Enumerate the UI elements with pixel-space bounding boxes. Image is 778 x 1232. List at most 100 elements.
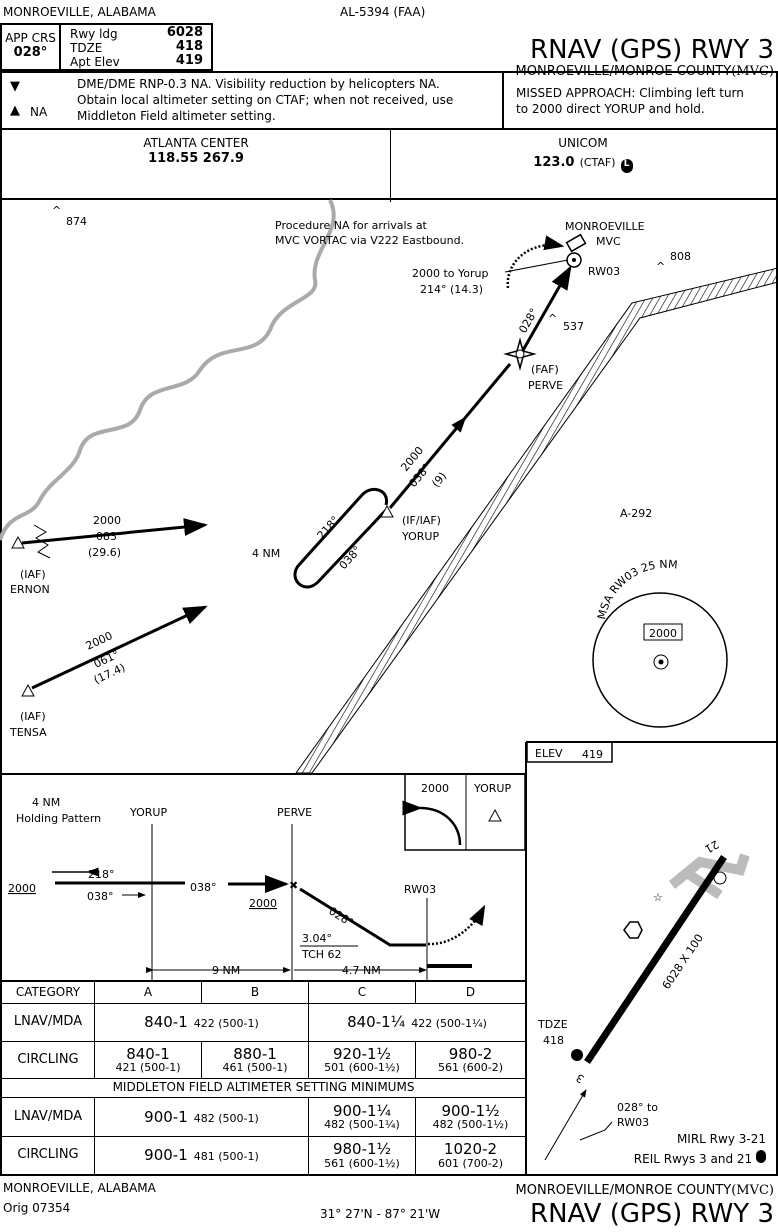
- yorup-fix-icon: [488, 808, 502, 822]
- profile-perve: PERVE: [277, 806, 312, 819]
- missed-line: MISSED APPROACH: Climbing left turn: [516, 86, 744, 100]
- tdze-value: 418: [175, 39, 203, 54]
- hold-label: Holding Pattern: [16, 812, 101, 825]
- runway-21-label: 21: [702, 837, 721, 855]
- feeder-break-icon: [33, 524, 51, 559]
- profile-course-in: 038°: [87, 890, 114, 903]
- notes-text: DME/DME RNP-0.3 NA. Visibility reduction…: [77, 76, 453, 124]
- tensa-label: (IAF): [20, 710, 46, 723]
- procedure-note: MVC VORTAC via V222 Eastbound.: [275, 234, 464, 247]
- beacon-icon: ☆: [653, 891, 663, 904]
- cell-sub: 421 (500-1): [115, 1061, 181, 1075]
- airspace-boundary: [295, 267, 778, 774]
- ernon-distance: (29.6): [88, 546, 121, 559]
- app-crs-value: 028°: [13, 45, 48, 60]
- cell-sub: 601 (700-2): [437, 1156, 504, 1170]
- a-symbol-icon: ▲: [10, 103, 20, 118]
- table-header: A: [95, 982, 202, 1004]
- row-label: LNAV/MDA: [2, 1004, 95, 1042]
- cell-sub: 501 (600-1½): [324, 1061, 400, 1075]
- rw03-label: RW03: [588, 265, 620, 278]
- footer-title: RNAV (GPS) RWY 3: [530, 1199, 774, 1229]
- apt-elev-value: 419: [175, 53, 203, 68]
- center-freq: 118.55 267.9: [148, 151, 244, 166]
- cell-main: 880-1: [233, 1044, 277, 1063]
- app-crs-label: APP CRS: [5, 31, 56, 45]
- center-label: ATLANTA CENTER: [143, 136, 249, 150]
- faf-fix-icon: [503, 337, 537, 371]
- elev-label: ELEV: [535, 747, 563, 760]
- footer-coords: 31° 27'N - 87° 21'W: [320, 1207, 441, 1221]
- tensa-iaf-icon: [21, 683, 35, 697]
- obstacle-icon: ^: [656, 260, 665, 273]
- apt-elev-label: Apt Elev: [70, 55, 120, 69]
- pilot-lighting-icon: L: [620, 159, 633, 173]
- arrow-course: 028° to: [617, 1101, 658, 1114]
- missed-icon-fix: YORUP: [473, 782, 511, 795]
- note-line: DME/DME RNP-0.3 NA. Visibility reduction…: [77, 77, 440, 91]
- profile-final-course: 028°: [326, 905, 355, 930]
- note-line: Obtain local altimeter setting on CTAF; …: [77, 93, 454, 107]
- cell-sub: 482 (500-1¼): [324, 1118, 400, 1132]
- procedure-note: Procedure NA for arrivals at: [275, 219, 428, 232]
- approach-info-box: APP CRS 028° Rwy ldg TDZE Apt Elev 6028 …: [0, 23, 213, 71]
- reil-note: REIL Rwys 3 and 21: [633, 1152, 753, 1166]
- distance-2: 4.7 NM: [342, 964, 381, 977]
- tensa-name: TENSA: [9, 726, 47, 739]
- distance-1: 9 NM: [212, 964, 240, 977]
- location: MONROEVILLE, ALABAMA: [3, 5, 156, 19]
- table-header: CATEGORY: [2, 982, 95, 1004]
- vortac-id: MVC: [596, 235, 621, 248]
- row-label: CIRCLING: [2, 1137, 95, 1174]
- yorup-distance: (9): [429, 470, 449, 490]
- profile-faf-altitude: 2000: [249, 897, 277, 910]
- profile-course-mid: 038°: [190, 881, 217, 894]
- ernon-iaf-icon: [11, 535, 25, 549]
- final-course: 028°: [516, 306, 541, 335]
- cell-sub: 461 (500-1): [222, 1061, 288, 1075]
- cell-main: 920-1½: [332, 1044, 392, 1063]
- runway-3-21: [584, 855, 727, 1064]
- missed-line: to 2000 direct YORUP and hold.: [516, 102, 705, 116]
- hold-outbound: 218°: [315, 514, 342, 542]
- chart-id: AL-5394 (FAA): [340, 5, 426, 19]
- airspace-label: A-292: [620, 507, 652, 520]
- mirl-note: MIRL Rwy 3-21: [676, 1132, 766, 1146]
- river: [0, 199, 336, 541]
- profile-yorup: YORUP: [129, 806, 167, 819]
- missed-icon-altitude: 2000: [421, 782, 449, 795]
- tensa-altitude: 2000: [84, 629, 115, 653]
- procedure-title: RNAV (GPS) RWY 3: [530, 35, 774, 65]
- obstacle-808: 808: [670, 250, 691, 263]
- obstacle-icon: ^: [52, 204, 61, 217]
- footer-orig: Orig 07354: [3, 1201, 71, 1215]
- descent-path: [299, 887, 426, 947]
- unicom-freq: 123.0: [533, 155, 575, 170]
- tdze-marker-icon: [571, 1049, 583, 1061]
- cell-sub: 561 (600-1½): [324, 1156, 400, 1170]
- airport-tdze-label: TDZE: [537, 1018, 568, 1031]
- ctaf-label: (CTAF): [579, 156, 616, 169]
- msa-altitude: 2000: [649, 627, 677, 640]
- obstruction-icon: [713, 871, 727, 885]
- cell-main: 840-1: [126, 1044, 170, 1063]
- hold-label: 4 NM: [32, 796, 60, 809]
- cell-main: 900-1½: [441, 1101, 500, 1120]
- cell-main: 900-1¼: [332, 1101, 392, 1120]
- obstacle-537: 537: [563, 320, 584, 333]
- table-header: C: [309, 982, 416, 1004]
- note-line: Middleton Field altimeter setting.: [77, 109, 276, 123]
- obstacle-icon: ^: [548, 312, 557, 325]
- cell-main: 1020-2: [443, 1140, 498, 1159]
- obstacle-874: 874: [66, 215, 87, 228]
- vortac-icon: [565, 233, 587, 268]
